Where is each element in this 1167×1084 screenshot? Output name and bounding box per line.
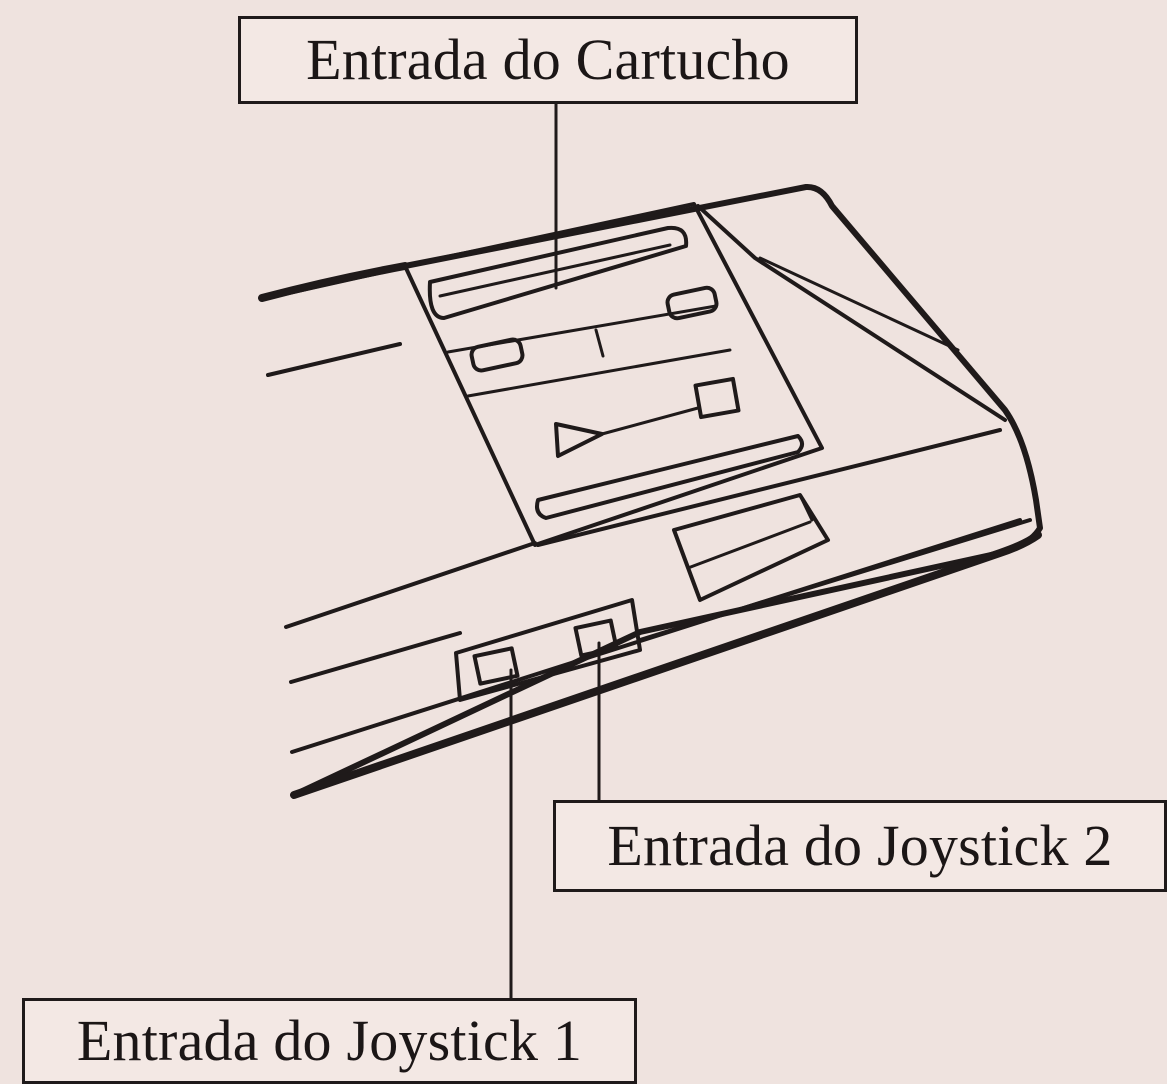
joystick-port-housing (454, 598, 642, 702)
body-line-2 (284, 541, 537, 629)
slider-track (600, 406, 700, 436)
slider-knob (693, 376, 741, 420)
cartridge-slot (427, 225, 689, 320)
cartridge-panel (403, 202, 824, 547)
joystick-port-1 (472, 646, 520, 686)
body-line-6 (638, 518, 1032, 642)
panel-divider-vertical (594, 328, 605, 358)
joystick-1-label: Entrada do Joystick 1 (22, 998, 637, 1084)
right-switch (665, 285, 719, 321)
cartridge-slot-label-text: Entrada do Cartucho (306, 27, 790, 92)
panel-divider-line-2 (466, 348, 732, 398)
right-bevel-inner (758, 256, 960, 352)
left-switch (469, 337, 525, 373)
lower-slot (535, 434, 804, 520)
joystick-2-label: Entrada do Joystick 2 (553, 800, 1167, 892)
front-button-face (686, 493, 814, 570)
joystick-2-label-text: Entrada do Joystick 2 (607, 813, 1113, 878)
console-lower-edge (290, 531, 1042, 799)
front-button (672, 493, 830, 602)
body-line-1 (266, 342, 402, 377)
slider-triangle (554, 422, 604, 458)
cartridge-slot-label: Entrada do Cartucho (238, 16, 858, 104)
joystick-1-label-text: Entrada do Joystick 1 (76, 1008, 583, 1073)
body-line-3 (289, 631, 462, 684)
body-line-5 (536, 428, 1002, 547)
right-bevel (696, 204, 1007, 422)
console-top-edge-left (258, 262, 409, 302)
